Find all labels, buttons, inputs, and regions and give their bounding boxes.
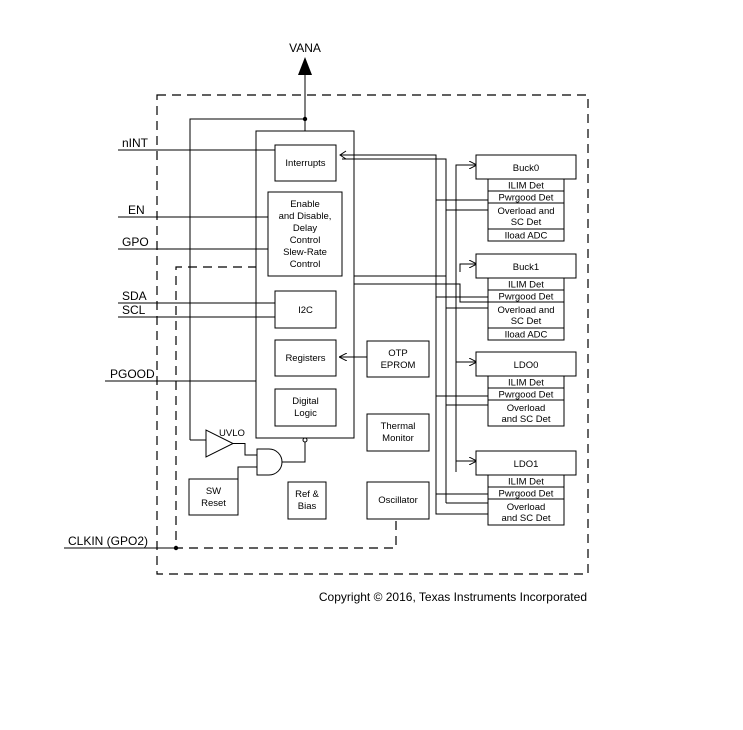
sw-reset-line-1: SW [206,486,221,497]
ldo0-pwrgood-label: Pwrgood Det [499,390,554,401]
buck1-iload-row [487,327,565,341]
digital-logic-line-2: Logic [294,408,317,419]
buck0-iload-label: Iload ADC [505,231,548,242]
ldo1-overload-label-1: Overload [507,502,546,513]
oscillator-label: Oscillator [378,495,418,506]
buck0-label: Buck0 [513,163,539,174]
oscillator-block [366,481,430,520]
ref-bias-line-1: Ref & [295,489,319,500]
thermal-line-1: Thermal [381,421,416,432]
i2c-label: I2C [298,305,313,316]
thermal-line-2: Monitor [382,433,414,444]
enable-line-1: Enable [290,199,320,210]
buck1-iload-label: Iload ADC [505,330,548,341]
enable-line-5: Slew-Rate [283,247,327,258]
buck0-block [475,154,577,180]
pin-sda-label: SDA [122,289,147,303]
digital-logic-block [274,388,337,427]
pin-en-label: EN [128,203,145,217]
ldo0-ilim-label: ILIM Det [508,378,544,389]
enable-line-4: Control [290,235,321,246]
reset-node [302,437,308,443]
thermal-monitor-block [366,413,430,452]
copyright-text: Copyright © 2016, Texas Instruments Inco… [319,590,587,604]
ldo1-pwrgood-label: Pwrgood Det [499,489,554,500]
otp-eprom-block [366,340,430,378]
ldo0-label: LDO0 [514,360,539,371]
pin-pgood-label: PGOOD [110,367,155,381]
chip-boundary [156,94,589,575]
pin-clkin-label: CLKIN (GPO2) [68,534,148,548]
digital-core-block [255,130,355,439]
buck0-pwrgood-label: Pwrgood Det [499,193,554,204]
interrupts-label: Interrupts [285,158,325,169]
interrupts-block [274,144,337,182]
clkin-node [173,545,179,551]
ref-bias-block [287,481,327,520]
ldo1-label: LDO1 [514,459,539,470]
buck1-overload-row [487,301,565,329]
buck0-iload-row [487,228,565,242]
sw-reset-line-2: Reset [201,498,226,509]
ldo0-overload-row [487,399,565,427]
pin-scl-label: SCL [122,303,146,317]
buck1-overload-label-2: SC Det [511,316,542,327]
buck0-overload-label-1: Overload and [497,206,554,217]
ldo0-overload-label-1: Overload [507,403,546,414]
and-gate [256,448,283,476]
buck0-ilim-label: ILIM Det [508,181,544,192]
buck0-overload-row [487,202,565,230]
ldo1-overload-label-2: and SC Det [501,513,550,524]
buck1-pwrgood-label: Pwrgood Det [499,292,554,303]
ldo0-overload-label-2: and SC Det [501,414,550,425]
enable-line-2: and Disable, [279,211,332,222]
enable-line-6: Control [290,259,321,270]
buck1-overload-label-1: Overload and [497,305,554,316]
otp-line-2: EPROM [381,360,416,371]
ref-bias-line-2: Bias [298,501,317,512]
enable-line-3: Delay [293,223,318,234]
digital-logic-line-1: Digital [292,396,318,407]
buck1-ilim-label: ILIM Det [508,280,544,291]
ldo1-ilim-label: ILIM Det [508,477,544,488]
uvlo-label: UVLO [219,428,245,439]
registers-label: Registers [285,353,325,364]
ldo1-block [475,450,577,476]
pin-gpo-label: GPO [122,235,149,249]
buck1-label: Buck1 [513,262,539,273]
enable-control-block [267,191,343,277]
uvlo-comparator [205,429,235,458]
sw-reset-block [188,478,239,516]
i2c-block [274,290,337,329]
otp-line-1: OTP [388,348,408,359]
buck1-block [475,253,577,279]
buck0-overload-label-2: SC Det [511,217,542,228]
pin-nint-label: nINT [122,136,149,150]
pin-vana-label: VANA [289,41,321,55]
registers-block [274,339,337,377]
ldo1-overload-row [487,498,565,526]
vana-arrow [298,57,312,75]
